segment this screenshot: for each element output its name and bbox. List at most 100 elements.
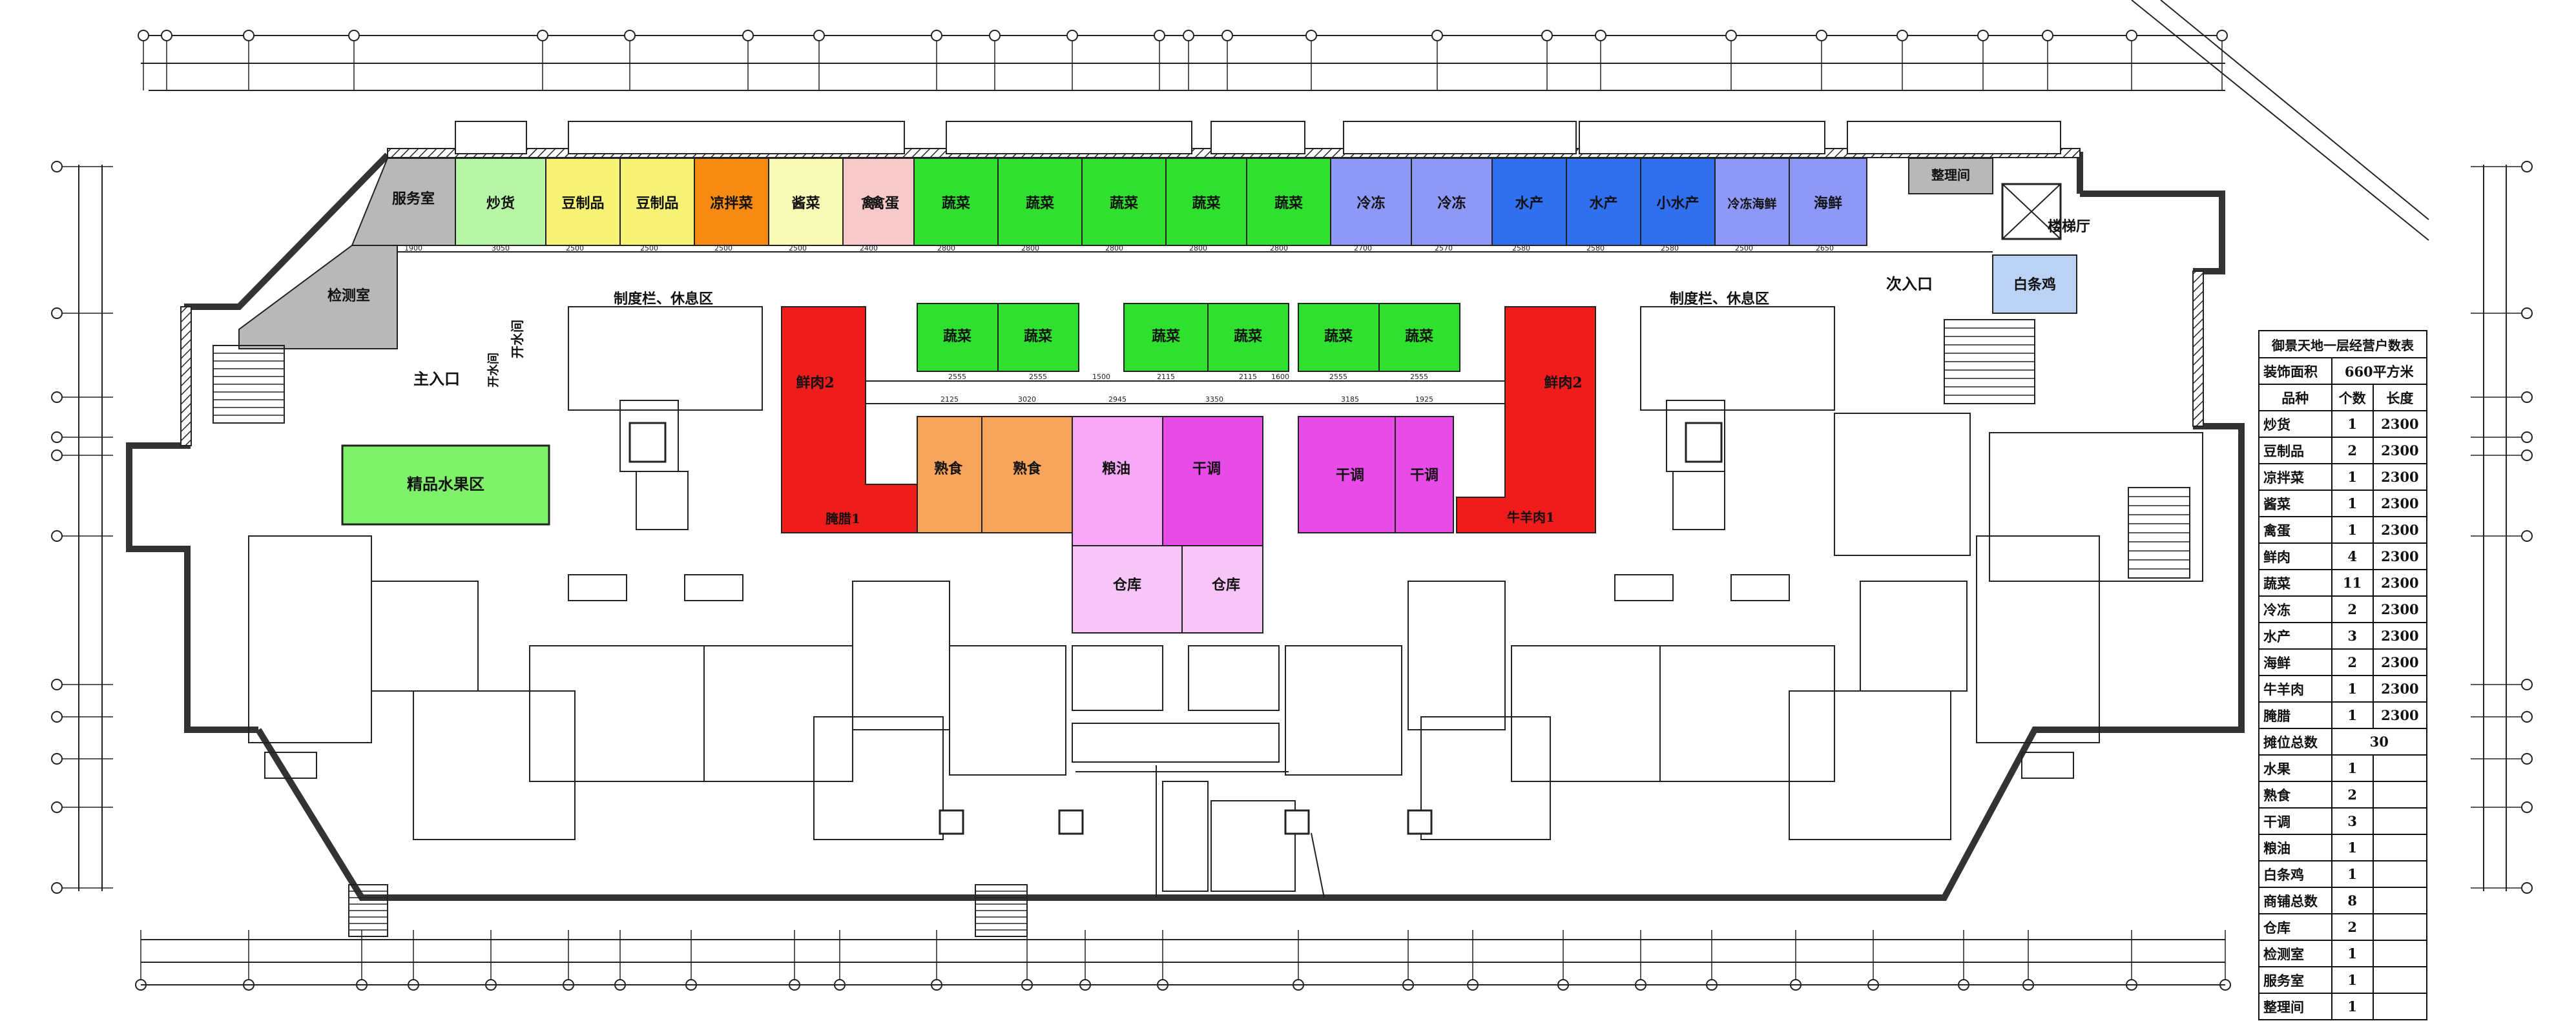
service-room-shape xyxy=(351,158,456,246)
white-chicken-shape xyxy=(1992,254,2077,314)
north-stall-label: 蔬菜 xyxy=(1274,195,1303,212)
meat-stalls xyxy=(781,306,1596,533)
legend-type: 凉拌菜 xyxy=(2258,463,2332,491)
north-dim-label: 2580 xyxy=(1661,244,1679,253)
legend-count: 11 xyxy=(2331,569,2374,597)
legend-area-label: 装饰面积 xyxy=(2258,357,2332,385)
rest-area-left-label: 制度栏、休息区 xyxy=(614,291,713,307)
north-stall xyxy=(1165,158,1247,246)
legend-count: 4 xyxy=(2331,542,2374,570)
mid-dim2-label: 2945 xyxy=(1108,395,1127,404)
legend-item-count: 3 xyxy=(2331,807,2374,835)
legend-item: 白条鸡 xyxy=(2258,860,2332,888)
legend-total-label: 摊位总数 xyxy=(2258,728,2332,756)
legend-item-count: 1 xyxy=(2331,860,2374,888)
legend-count: 2 xyxy=(2331,648,2374,676)
legend-length: 2300 xyxy=(2372,675,2428,703)
north-stall xyxy=(1714,158,1790,246)
north-stall-label: 蔬菜 xyxy=(1110,195,1138,212)
legend-item-blank xyxy=(2372,940,2428,967)
sorting-room-label: 整理间 xyxy=(1931,167,1970,183)
north-stall xyxy=(997,158,1083,246)
veg-label-6: 蔬菜 xyxy=(1405,328,1433,345)
legend-item: 检测室 xyxy=(2258,940,2332,967)
middle-vegetable-labels: 蔬菜 蔬菜 蔬菜 蔬菜 蔬菜 蔬菜 xyxy=(943,328,1433,345)
legend-item-count: 1 xyxy=(2331,940,2374,967)
white-chicken-label: 白条鸡 xyxy=(2013,276,2056,293)
north-dim-label: 2800 xyxy=(1105,244,1123,253)
side-axis-ticks xyxy=(51,161,2533,894)
north-dim-label: 2800 xyxy=(1270,244,1288,253)
legend-type: 冷冻 xyxy=(2258,595,2332,623)
legend-length: 2300 xyxy=(2372,490,2428,517)
legend-header-type: 品种 xyxy=(2258,384,2332,411)
legend-length: 2300 xyxy=(2372,569,2428,597)
north-stall-label: 禽蛋 xyxy=(870,195,899,212)
north-stall-label: 凉拌菜 xyxy=(710,195,753,212)
legend-count: 1 xyxy=(2331,516,2374,544)
legend-type: 腌腊 xyxy=(2258,701,2332,729)
legend-count: 1 xyxy=(2331,410,2374,438)
legend-item: 仓库 xyxy=(2258,913,2332,941)
mid-dim2-label: 3350 xyxy=(1205,395,1223,404)
water-room-label-2: 开水间 xyxy=(486,353,501,387)
legend-item-blank xyxy=(2372,834,2428,861)
legend-item: 熟食 xyxy=(2258,781,2332,809)
north-dim-label: 2650 xyxy=(1816,244,1834,253)
north-stall-label: 海鲜 xyxy=(1814,195,1842,212)
column-posts xyxy=(628,422,1723,835)
north-stall xyxy=(1789,158,1867,246)
legend-type: 牛羊肉 xyxy=(2258,675,2332,703)
cured-meat-label: 腌腊1 xyxy=(826,511,860,526)
mid-dim-label: 2555 xyxy=(1029,373,1047,381)
legend-count: 1 xyxy=(2331,675,2374,703)
legend-item-count: 8 xyxy=(2331,887,2374,914)
deli-label-1: 熟食 xyxy=(934,460,963,477)
legend-item-blank xyxy=(2372,807,2428,835)
north-stall-row: 炒货豆制品豆制品凉拌菜酱菜禽蛋蔬菜蔬菜蔬菜蔬菜蔬菜冷冻冷冻水产水产小水产冷冻海鲜… xyxy=(455,158,1867,246)
legend-area-value: 660平方米 xyxy=(2331,357,2428,385)
north-stall xyxy=(455,158,546,246)
north-dim-label: 2400 xyxy=(860,244,878,253)
legend-type: 蔬菜 xyxy=(2258,569,2332,597)
legend-item: 服务室 xyxy=(2258,966,2332,994)
north-shopfronts xyxy=(455,121,2061,154)
legend-type: 海鲜 xyxy=(2258,648,2332,676)
north-stall-label: 豆制品 xyxy=(561,195,604,212)
legend-count: 1 xyxy=(2331,463,2374,491)
legend-header-count: 个数 xyxy=(2331,384,2374,411)
legend-item-blank xyxy=(2372,754,2428,782)
legend-type: 炒货 xyxy=(2258,410,2332,438)
legend-item: 水果 xyxy=(2258,754,2332,782)
mid-dim2-label: 3185 xyxy=(1341,395,1359,404)
north-stall xyxy=(1246,158,1331,246)
legend-type: 豆制品 xyxy=(2258,437,2332,464)
north-dim-label: 2500 xyxy=(1735,244,1753,253)
legend-item-blank xyxy=(2372,860,2428,888)
legend-item-blank xyxy=(2372,887,2428,914)
legend-total-value: 30 xyxy=(2331,728,2428,756)
north-stall-label: 蔬菜 xyxy=(942,195,970,212)
mid-dim-label: 2115 xyxy=(1157,373,1175,381)
fresh-meat-right-label: 鲜肉2 xyxy=(1544,375,1582,391)
north-dim-label: 2580 xyxy=(1586,244,1605,253)
sorting-room-shape xyxy=(1908,158,1993,194)
